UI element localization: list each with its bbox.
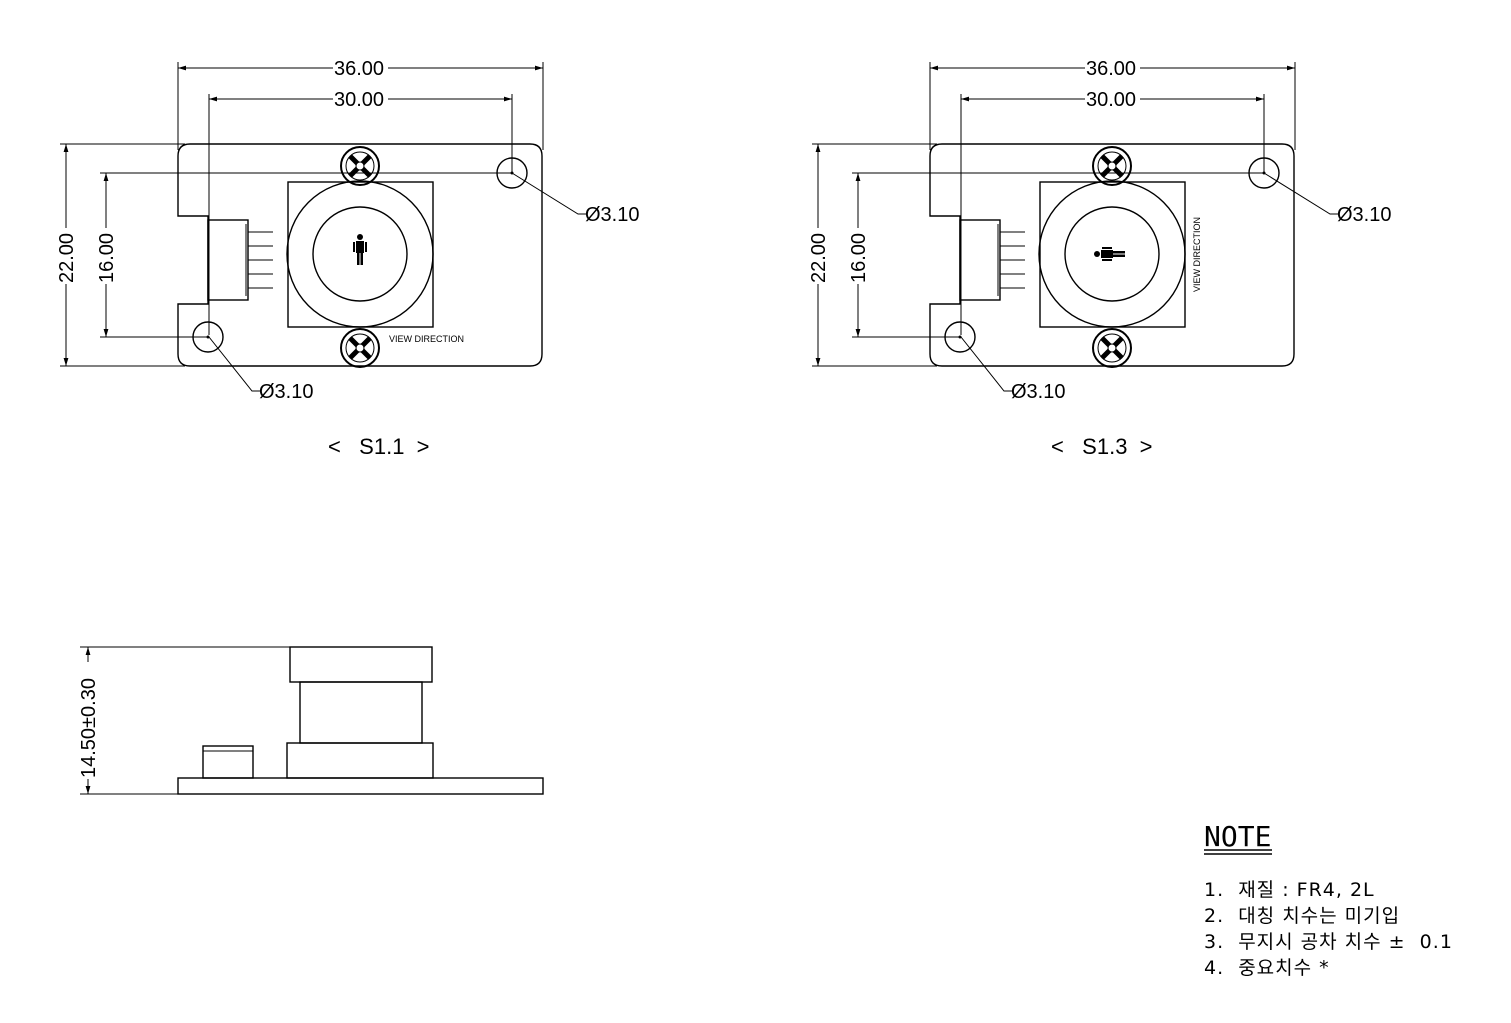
view-direction-label: VIEW DIRECTION (389, 334, 464, 344)
view-direction-label-rotated: VIEW DIRECTION (1192, 217, 1202, 292)
dim-height-holes: 16.00 (848, 233, 870, 283)
note-item-3: 3. 무지시 공차 치수 ± 0.1 (1204, 931, 1453, 953)
view-s13 (930, 144, 1294, 367)
side-view: 14.50±0.30 (78, 646, 544, 795)
dim-width-outer: 36.00 (334, 58, 384, 80)
dim-width-holes: 30.00 (1086, 89, 1136, 111)
dim-width-outer: 36.00 (1086, 58, 1136, 80)
dim-side-height: 14.50±0.30 (78, 678, 100, 778)
note-item-2: 2. 대칭 치수는 미기입 (1204, 905, 1400, 927)
notes-block: NOTE 1. 재질 : FR4, 2L 2. 대칭 치수는 미기입 3. 무지… (1204, 820, 1453, 979)
note-item-1: 1. 재질 : FR4, 2L (1204, 879, 1375, 901)
view-s11 (178, 144, 542, 367)
dim-hole-bottom: Ø3.10 (1011, 381, 1065, 403)
view-title-s11: < S1.1 > (328, 434, 430, 459)
dim-height-outer: 22.00 (808, 233, 830, 283)
dim-height-holes: 16.00 (96, 233, 118, 283)
view-title-s13: < S1.3 > (1051, 434, 1153, 459)
person-rotated-icon (1094, 247, 1125, 261)
dim-width-holes: 30.00 (334, 89, 384, 111)
dim-hole-top: Ø3.10 (1337, 204, 1391, 226)
dimensions-s13: 36.00 30.00 22.00 16.00 Ø3.10 Ø3.10 (808, 58, 1391, 403)
note-item-4: 4. 중요치수 * (1204, 957, 1330, 979)
dimensions-s11: 36.00 30.00 22.00 16.00 Ø3.10 Ø3.10 (56, 58, 639, 403)
dim-hole-bottom: Ø3.10 (259, 381, 313, 403)
person-upright-icon (353, 234, 367, 265)
dim-height-outer: 22.00 (56, 233, 78, 283)
note-heading: NOTE (1204, 820, 1271, 853)
dim-hole-top: Ø3.10 (585, 204, 639, 226)
